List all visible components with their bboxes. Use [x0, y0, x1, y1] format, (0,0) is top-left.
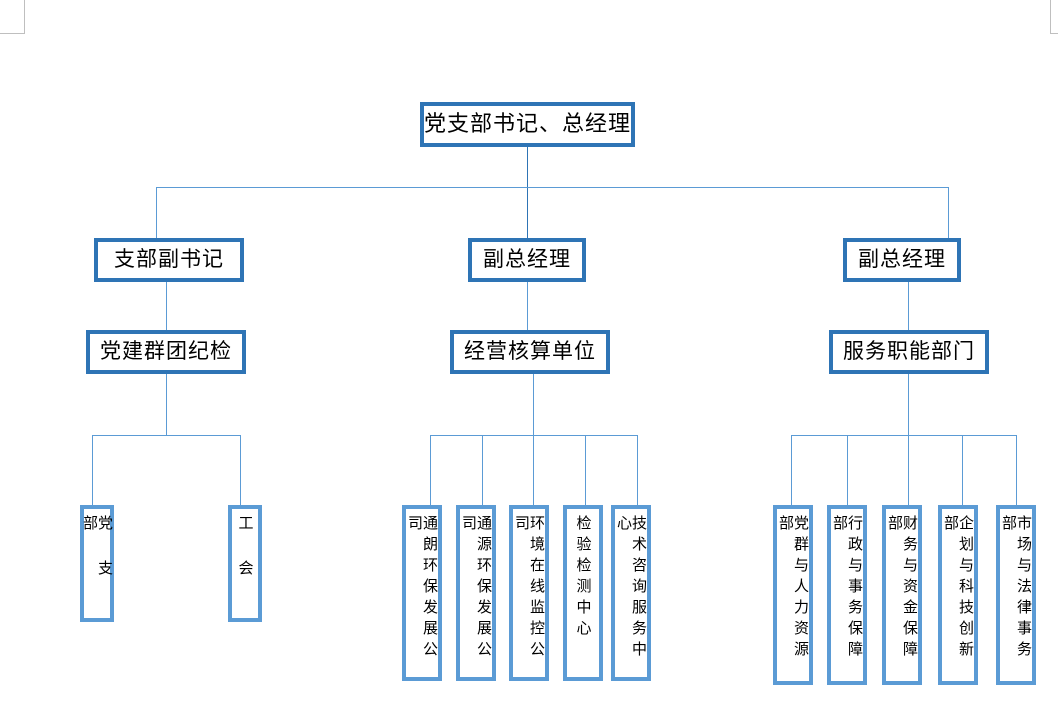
- node-leaf-qihua-keji[interactable]: 企划与科技创新部: [938, 505, 978, 685]
- leaf-label: 财务与资金保障部: [886, 515, 918, 662]
- leaf-label: 行政与事务保障部: [831, 515, 863, 662]
- node-leaf-gong-hui[interactable]: 工会: [228, 505, 262, 622]
- connector-branch-1-head-to-group: [166, 282, 167, 330]
- connector-branch-3-leaf-1: [791, 435, 792, 507]
- leaf-label: 工会: [236, 515, 254, 605]
- connector-drop-branch-1: [156, 187, 157, 239]
- node-branch-1-head[interactable]: 支部副书记: [94, 238, 244, 282]
- connector-branch-1-leaf-1: [92, 435, 93, 507]
- node-branch-2-group[interactable]: 经营核算单位: [450, 330, 610, 374]
- connector-branch-2-leaf-4: [585, 435, 586, 507]
- connector-drop-branch-3: [948, 187, 949, 239]
- node-leaf-caiwu-zijin[interactable]: 财务与资金保障部: [882, 505, 922, 685]
- connector-branch-3-group-stem: [908, 374, 909, 435]
- connector-branch-2-group-stem: [533, 374, 534, 435]
- leaf-label: 技术咨询服务中心: [615, 515, 647, 662]
- leaf-label: 党支部: [81, 515, 113, 605]
- node-leaf-tonglang-huanbao[interactable]: 通朗环保发展公司: [402, 505, 442, 681]
- leaf-label: 通朗环保发展公司: [406, 515, 438, 662]
- node-root[interactable]: 党支部书记、总经理: [420, 102, 635, 147]
- node-branch-2-head[interactable]: 副总经理: [468, 238, 586, 282]
- connector-branch-3-leaf-4: [962, 435, 963, 507]
- node-branch-3-group[interactable]: 服务职能部门: [829, 330, 989, 374]
- connector-branch-2-leaf-1: [430, 435, 431, 507]
- connector-branch-1-leaf-2: [240, 435, 241, 507]
- connector-root-bus: [156, 187, 948, 188]
- connector-branch-3-bus: [791, 435, 1016, 436]
- node-leaf-jianyan-jiance[interactable]: 检验检测中心: [563, 505, 603, 681]
- page-margin-corner-top-left: [0, 0, 25, 34]
- connector-branch-3-head-to-group: [908, 282, 909, 330]
- connector-branch-2-head-to-group: [527, 282, 528, 330]
- node-leaf-shichang-falv[interactable]: 市场与法律事务部: [996, 505, 1036, 685]
- connector-branch-3-leaf-2: [847, 435, 848, 507]
- node-leaf-huanjing-zaixian[interactable]: 环境在线监控公司: [509, 505, 549, 681]
- page-margin-corner-top-right: [1050, 0, 1058, 34]
- leaf-label: 企划与科技创新部: [942, 515, 974, 662]
- connector-branch-3-leaf-3: [908, 435, 909, 507]
- leaf-label: 市场与法律事务部: [1000, 515, 1032, 662]
- connector-branch-1-group-stem: [166, 374, 167, 435]
- connector-branch-3-leaf-5: [1016, 435, 1017, 507]
- leaf-label: 通源环保发展公司: [460, 515, 492, 662]
- leaf-label: 党群与人力资源部: [777, 515, 809, 662]
- node-branch-1-group[interactable]: 党建群团纪检: [86, 330, 246, 374]
- leaf-label: 环境在线监控公司: [513, 515, 545, 662]
- node-leaf-jishu-zixun[interactable]: 技术咨询服务中心: [611, 505, 651, 681]
- node-leaf-dang-zhi-bu[interactable]: 党支部: [80, 505, 114, 622]
- connector-branch-2-leaf-2: [482, 435, 483, 507]
- connector-branch-2-leaf-5: [637, 435, 638, 507]
- connector-root-stem: [527, 147, 528, 239]
- node-leaf-dangqun-renli[interactable]: 党群与人力资源部: [773, 505, 813, 685]
- node-branch-3-head[interactable]: 副总经理: [843, 238, 961, 282]
- node-leaf-xingzheng-shiwu[interactable]: 行政与事务保障部: [827, 505, 867, 685]
- leaf-label: 检验检测中心: [574, 515, 592, 641]
- connector-branch-2-leaf-3: [533, 435, 534, 507]
- node-leaf-tongyuan-huanbao[interactable]: 通源环保发展公司: [456, 505, 496, 681]
- connector-branch-1-bus: [92, 435, 240, 436]
